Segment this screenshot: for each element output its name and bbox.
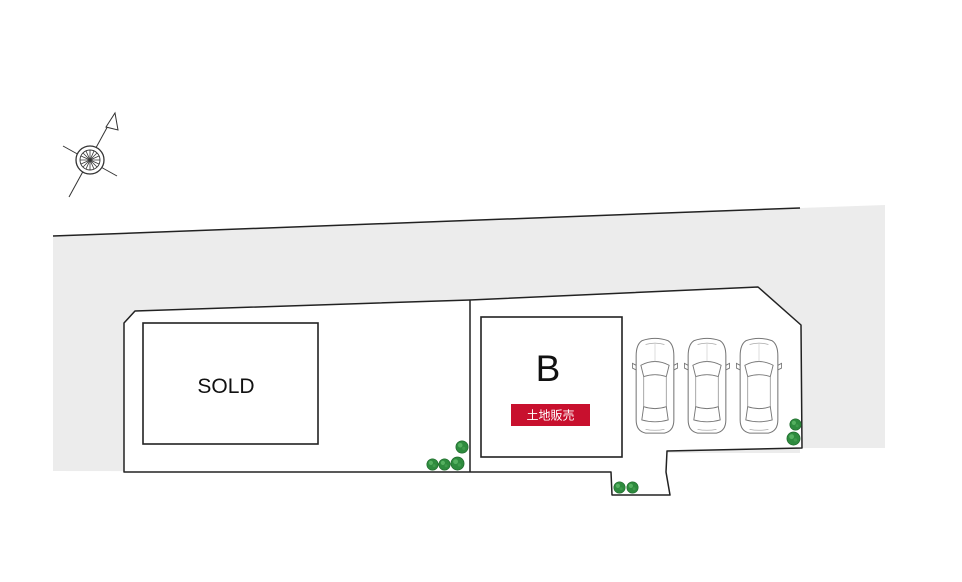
lot-b-label: B <box>536 348 561 389</box>
shrub-icon <box>789 418 802 431</box>
land-sale-badge: 土地販売 <box>511 404 590 426</box>
shrub-icon <box>613 481 626 494</box>
shrub-icon <box>438 458 451 471</box>
land-sale-badge-text: 土地販売 <box>526 408 574 423</box>
shrub-icon <box>455 440 469 454</box>
north-arrow-icon <box>62 111 119 198</box>
shrub-icon <box>426 458 439 471</box>
shrub-icon <box>450 456 465 471</box>
road-edge-line <box>52 207 801 237</box>
car-icon <box>736 337 782 434</box>
shrub-icon <box>786 431 801 446</box>
sold-building <box>142 322 319 445</box>
car-icon <box>632 337 678 434</box>
land-sale-badge-bg <box>511 404 590 426</box>
car-icon <box>684 337 730 434</box>
sold-label: SOLD <box>197 375 254 398</box>
lot-b-building <box>480 316 623 458</box>
shrub-icon <box>626 481 639 494</box>
parking-spaces <box>632 337 782 434</box>
